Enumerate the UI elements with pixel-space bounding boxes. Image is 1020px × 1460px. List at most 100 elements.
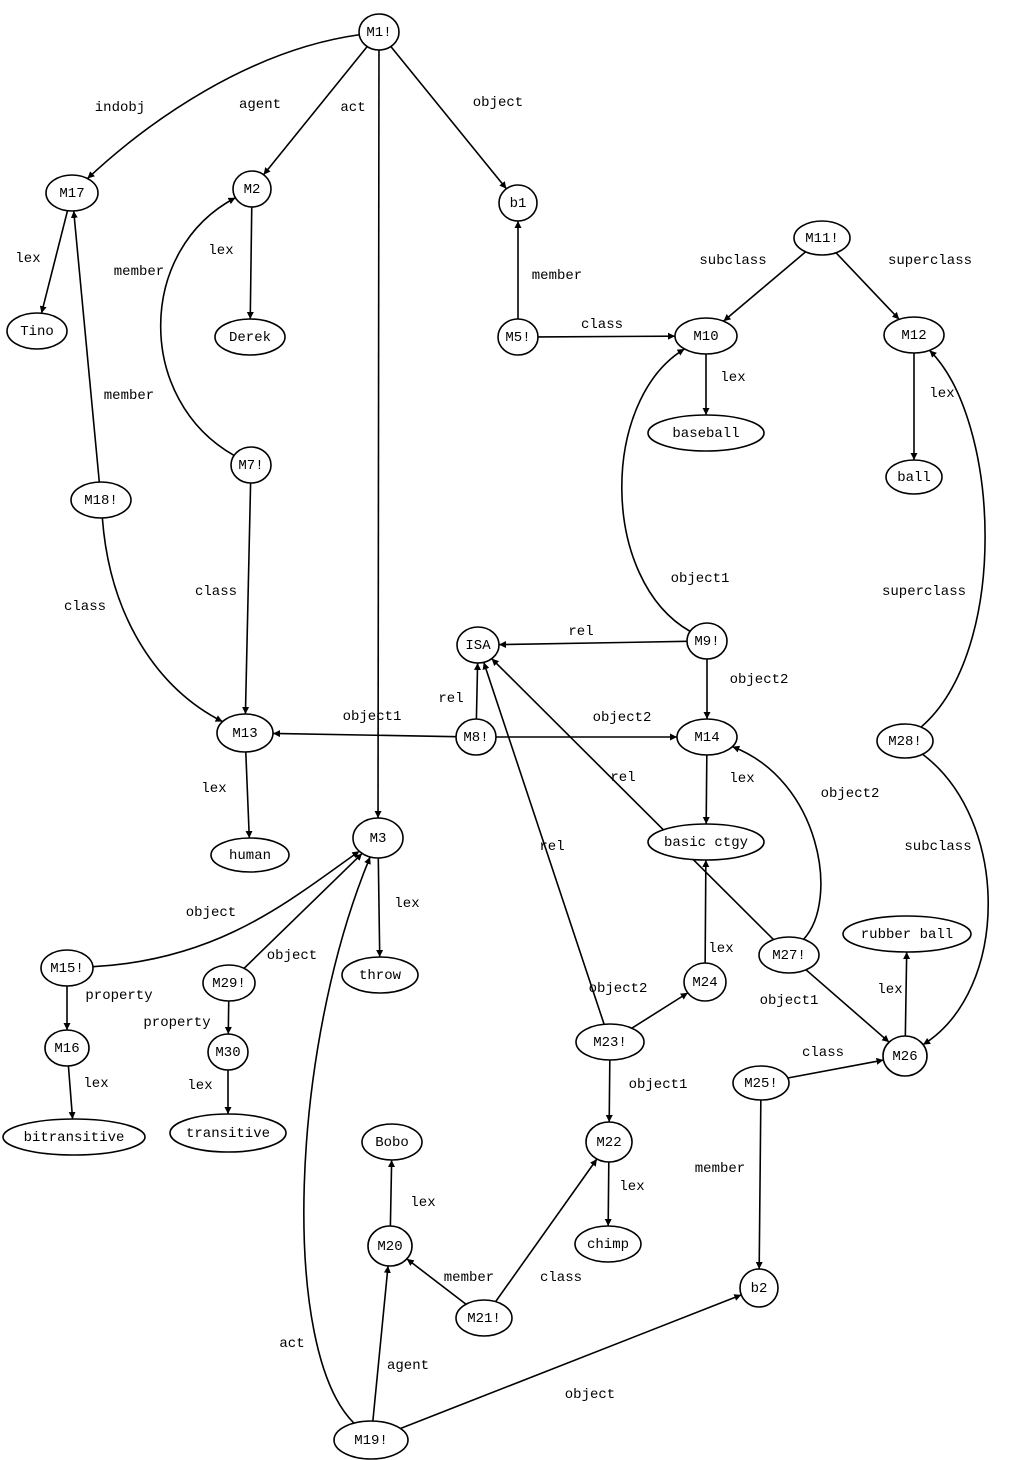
node-m27: M27! bbox=[758, 936, 820, 974]
edge-m30-to-transitive: lex bbox=[187, 1070, 232, 1114]
edge-m11-to-m10: subclass bbox=[699, 251, 807, 322]
edge-label: agent bbox=[239, 97, 281, 113]
edge-arrow bbox=[303, 856, 371, 1424]
edge-label: class bbox=[802, 1045, 844, 1061]
edge-label: object bbox=[473, 95, 523, 111]
edge-label: class bbox=[64, 599, 106, 615]
edge-label: object1 bbox=[671, 571, 730, 587]
node-label: M24 bbox=[692, 975, 717, 991]
edge-arrow bbox=[374, 49, 382, 819]
node-ellipse bbox=[647, 414, 765, 452]
edge-arrow bbox=[621, 348, 691, 633]
edge-label: rel bbox=[568, 624, 593, 640]
edge-arrow bbox=[903, 951, 911, 1037]
node-isa: ISA bbox=[456, 626, 500, 664]
node-m10: M10 bbox=[674, 317, 738, 355]
node-label: M7! bbox=[238, 458, 263, 474]
node-label: M22 bbox=[596, 1135, 621, 1151]
edge-arrow bbox=[86, 33, 360, 180]
edge-m9-to-m14: object2 bbox=[703, 659, 788, 719]
node-ellipse bbox=[44, 1029, 90, 1067]
edge-arrow bbox=[400, 1294, 742, 1430]
node-label: M30 bbox=[215, 1045, 240, 1061]
node-label: baseball bbox=[672, 426, 739, 442]
edge-label: member bbox=[695, 1161, 745, 1177]
node-label: Derek bbox=[229, 330, 271, 346]
edge-arrow bbox=[702, 859, 710, 964]
edge-m9-to-m10: object1 bbox=[621, 348, 730, 633]
node-ellipse bbox=[358, 13, 400, 51]
edge-label: act bbox=[279, 1336, 304, 1352]
node-label: M2 bbox=[244, 182, 261, 198]
node-ellipse bbox=[352, 817, 404, 859]
edge-m29-to-m30: property bbox=[143, 1000, 232, 1035]
node-label: M28! bbox=[888, 734, 922, 750]
edge-label: superclass bbox=[882, 584, 966, 600]
edge-arrow bbox=[787, 1057, 884, 1079]
edge-label: lex bbox=[619, 1179, 644, 1195]
edge-label: lex bbox=[929, 386, 954, 402]
edge-m25-to-m26: class bbox=[787, 1045, 884, 1079]
node-m15: M15! bbox=[40, 949, 94, 987]
node-label: M10 bbox=[693, 329, 718, 345]
edge-arrow bbox=[732, 745, 822, 940]
node-basic-ctgy: basic ctgy bbox=[647, 823, 765, 861]
edge-m8-to-m13: object1 bbox=[272, 709, 457, 738]
edge-label: object2 bbox=[821, 786, 880, 802]
node-label: ball bbox=[897, 470, 931, 486]
node-chimp: chimp bbox=[574, 1225, 642, 1263]
node-label: M14 bbox=[694, 730, 719, 746]
edge-label: lex bbox=[394, 896, 419, 912]
node-ellipse bbox=[683, 962, 727, 1002]
node-m22: M22 bbox=[585, 1121, 633, 1163]
edge-arrow bbox=[920, 349, 986, 728]
edge-label: object2 bbox=[589, 981, 648, 997]
edge-label: object bbox=[267, 948, 317, 964]
edge-arrow bbox=[101, 517, 223, 723]
edge-m7-to-m13: class bbox=[195, 482, 252, 715]
edge-arrow bbox=[92, 850, 360, 968]
node-tino: Tino bbox=[6, 312, 68, 350]
edge-label: member bbox=[444, 1270, 494, 1286]
edge-m28-to-m26: subclass bbox=[904, 753, 990, 1046]
edge-label: object1 bbox=[629, 1077, 688, 1093]
node-m13: M13 bbox=[216, 713, 274, 753]
edge-m19-to-b2: object bbox=[400, 1294, 742, 1430]
node-m18: M18! bbox=[70, 481, 132, 519]
edge-m12-to-ball: lex bbox=[910, 353, 955, 460]
node-m23: M23! bbox=[575, 1023, 645, 1061]
node-ellipse bbox=[498, 184, 538, 222]
node-m19: M19! bbox=[333, 1420, 409, 1460]
node-ellipse bbox=[575, 1023, 645, 1061]
node-label: M8! bbox=[463, 730, 488, 746]
node-m30: M30 bbox=[207, 1033, 249, 1071]
node-ellipse bbox=[882, 1035, 928, 1077]
edge-m27-to-isa: rel bbox=[491, 658, 775, 941]
edge-arrow bbox=[388, 1159, 396, 1227]
edge-m14-to-basic-ctgy: lex bbox=[702, 754, 755, 825]
edge-m29-to-m3: object bbox=[243, 852, 363, 969]
edge-m1-to-m17: indobj bbox=[86, 33, 360, 180]
edge-arrow bbox=[244, 751, 253, 839]
node-ellipse bbox=[70, 481, 132, 519]
node-m11: M11! bbox=[793, 220, 851, 256]
edge-arrow bbox=[631, 992, 689, 1029]
node-label: Bobo bbox=[375, 1135, 409, 1151]
node-m26: M26 bbox=[882, 1035, 928, 1077]
edge-m21-to-m22: class bbox=[494, 1158, 598, 1303]
edge-label: superclass bbox=[888, 253, 972, 269]
node-ellipse bbox=[885, 459, 943, 495]
edge-m20-to-bobo: lex bbox=[388, 1159, 436, 1227]
node-transitive: transitive bbox=[169, 1113, 287, 1153]
node-label: basic ctgy bbox=[664, 835, 748, 851]
edge-arrow bbox=[243, 852, 363, 969]
edge-m15-to-m16: property bbox=[63, 986, 153, 1030]
edge-arrow bbox=[922, 753, 990, 1046]
edge-m8-to-isa: rel bbox=[438, 662, 481, 720]
edge-arrow bbox=[482, 662, 605, 1025]
edge-m28-to-m12: superclass bbox=[882, 349, 986, 728]
node-ellipse bbox=[686, 622, 728, 660]
node-m2: M2 bbox=[232, 170, 272, 208]
node-label: M21! bbox=[467, 1311, 501, 1327]
